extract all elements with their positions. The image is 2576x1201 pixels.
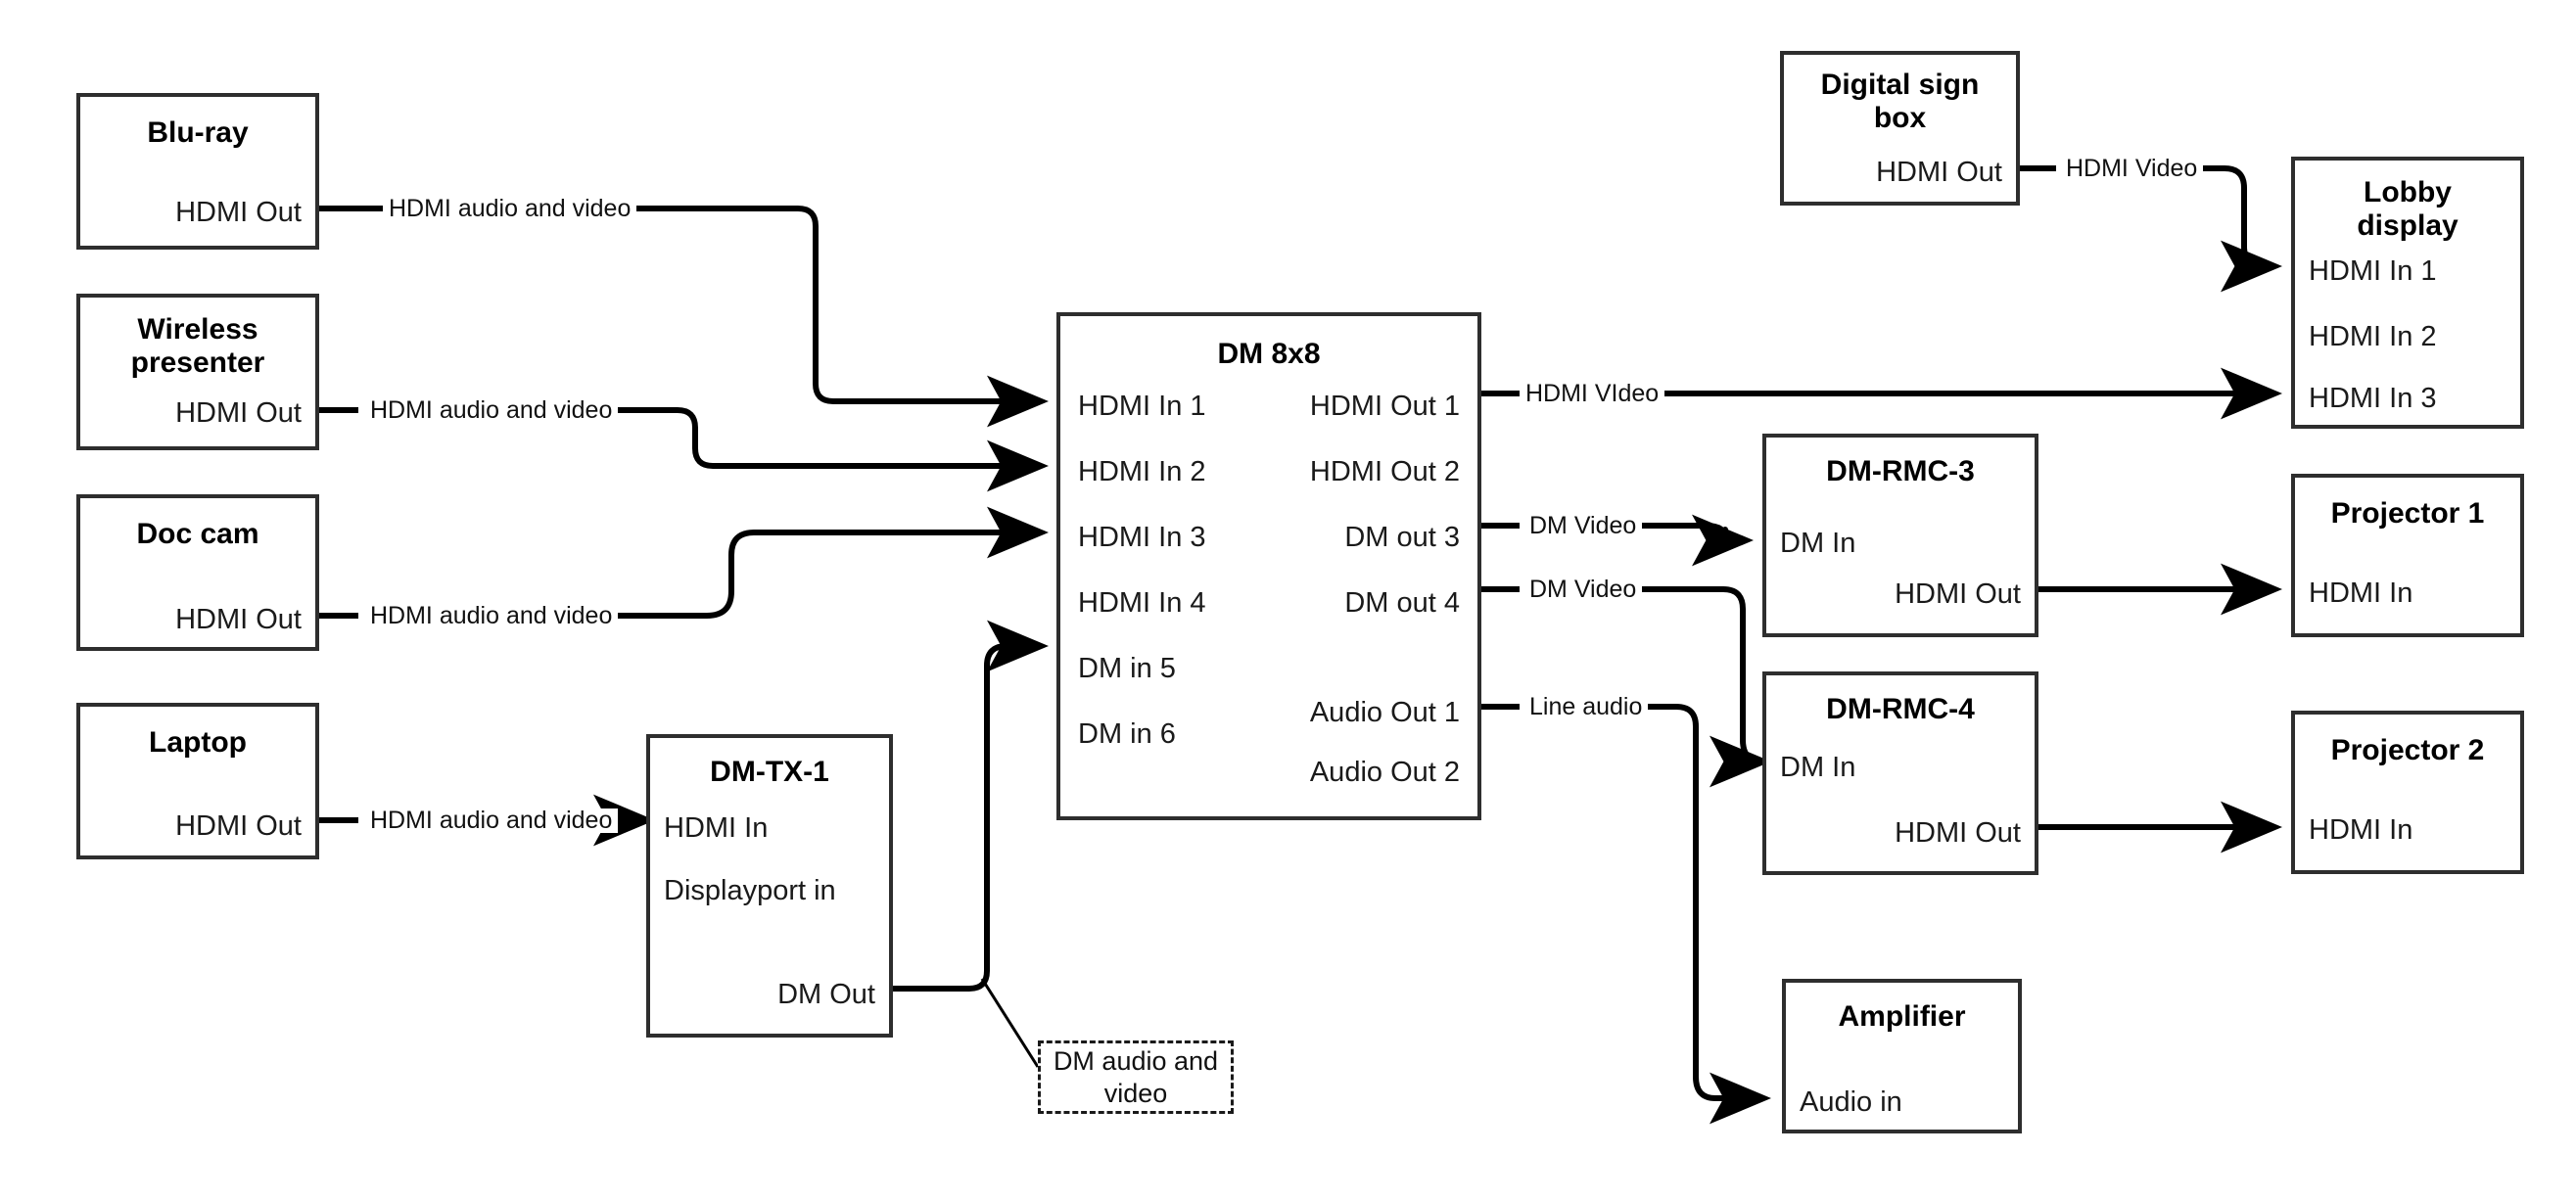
port-dm-rmc-3-dm-in[interactable]: DM In bbox=[1780, 528, 1856, 559]
wire-label-wireless-hdmi-av: HDMI audio and video bbox=[364, 398, 619, 423]
port-blu-ray-hdmi-out[interactable]: HDMI Out bbox=[175, 197, 302, 228]
node-title-projector-1: Projector 1 bbox=[2330, 497, 2485, 530]
callout-text: DM audio and video bbox=[1054, 1045, 1218, 1109]
callout-leader-line bbox=[980, 978, 1040, 1068]
port-lobby-display-hdmi-in-3[interactable]: HDMI In 3 bbox=[2309, 383, 2437, 414]
port-doc-cam-hdmi-out[interactable]: HDMI Out bbox=[175, 604, 302, 635]
node-title-dm-rmc-3: DM-RMC-3 bbox=[1826, 455, 1975, 487]
port-dm-rmc-4-hdmi-out[interactable]: HDMI Out bbox=[1895, 817, 2021, 849]
wire-bluray-to-dm-in1-b bbox=[627, 206, 1049, 428]
port-dm-8x8-hdmi-out-1[interactable]: HDMI Out 1 bbox=[1309, 391, 1460, 422]
node-amplifier[interactable]: Amplifier Audio in bbox=[1782, 979, 2022, 1133]
wire-label-bluray-hdmi-av: HDMI audio and video bbox=[383, 197, 637, 221]
wire-label-laptop-hdmi-av: HDMI audio and video bbox=[364, 808, 619, 833]
node-dm-rmc-4[interactable]: DM-RMC-4 DM In HDMI Out bbox=[1762, 671, 2038, 875]
node-dm-rmc-3[interactable]: DM-RMC-3 DM In HDMI Out bbox=[1762, 434, 2038, 637]
node-projector-2[interactable]: Projector 2 HDMI In bbox=[2291, 711, 2524, 874]
port-digital-sign-box-hdmi-out[interactable]: HDMI Out bbox=[1876, 157, 2002, 188]
node-dm-tx-1[interactable]: DM-TX-1 HDMI In Displayport in DM Out bbox=[646, 734, 893, 1038]
port-projector-1-hdmi-in[interactable]: HDMI In bbox=[2309, 577, 2413, 609]
callout-text-line1: DM audio and bbox=[1053, 1046, 1219, 1077]
node-title-dm-rmc-4: DM-RMC-4 bbox=[1826, 693, 1975, 725]
port-wireless-presenter-hdmi-out[interactable]: HDMI Out bbox=[175, 397, 302, 429]
node-laptop[interactable]: Laptop HDMI Out bbox=[76, 703, 319, 859]
wire-label-sign-hdmi-video: HDMI Video bbox=[2060, 157, 2204, 181]
port-amplifier-audio-in[interactable]: Audio in bbox=[1800, 1086, 1902, 1118]
node-doc-cam[interactable]: Doc cam HDMI Out bbox=[76, 494, 319, 651]
wire-label-audioout1-line-audio: Line audio bbox=[1523, 695, 1649, 719]
node-title-wireless-presenter-line1: Wireless bbox=[137, 313, 258, 346]
port-dm-8x8-hdmi-in-4[interactable]: HDMI In 4 bbox=[1078, 587, 1206, 619]
wire-dmout4-to-rmc4-b bbox=[1637, 586, 1771, 788]
node-title-laptop: Laptop bbox=[149, 726, 247, 759]
port-dm-tx-1-displayport-in[interactable]: Displayport in bbox=[664, 875, 836, 906]
port-dm-8x8-dm-in-5[interactable]: DM in 5 bbox=[1078, 653, 1176, 684]
port-dm-rmc-3-hdmi-out[interactable]: HDMI Out bbox=[1895, 578, 2021, 610]
node-title-dm-tx-1: DM-TX-1 bbox=[710, 756, 829, 788]
port-dm-8x8-dm-out-4[interactable]: DM out 4 bbox=[1344, 587, 1460, 619]
port-lobby-display-hdmi-in-1[interactable]: HDMI In 1 bbox=[2309, 255, 2437, 287]
node-digital-sign-box[interactable]: Digital sign box HDMI Out bbox=[1780, 51, 2020, 206]
node-projector-1[interactable]: Projector 1 HDMI In bbox=[2291, 474, 2524, 637]
node-title-doc-cam: Doc cam bbox=[136, 518, 259, 550]
wire-doccam-to-dm-in3-b bbox=[609, 506, 1049, 619]
node-title-projector-2: Projector 2 bbox=[2330, 734, 2485, 766]
port-dm-8x8-audio-out-1[interactable]: Audio Out 1 bbox=[1309, 697, 1460, 728]
node-title-lobby-display-line2: display bbox=[2357, 209, 2459, 242]
port-lobby-display-hdmi-in-2[interactable]: HDMI In 2 bbox=[2309, 321, 2437, 352]
wire-dmout3-to-rmc3-b bbox=[1637, 514, 1754, 567]
wire-audioout1-to-amp-b bbox=[1647, 704, 1771, 1125]
node-title-blu-ray: Blu-ray bbox=[147, 116, 249, 149]
port-dm-8x8-hdmi-in-1[interactable]: HDMI In 1 bbox=[1078, 391, 1206, 422]
wire-label-dmout1-hdmi-video: HDMI VIdeo bbox=[1520, 382, 1665, 406]
node-blu-ray[interactable]: Blu-ray HDMI Out bbox=[76, 93, 319, 250]
port-dm-8x8-hdmi-out-2[interactable]: HDMI Out 2 bbox=[1309, 456, 1460, 487]
port-dm-8x8-audio-out-2[interactable]: Audio Out 2 bbox=[1309, 757, 1460, 788]
port-laptop-hdmi-out[interactable]: HDMI Out bbox=[175, 810, 302, 842]
node-title-dm-8x8: DM 8x8 bbox=[1217, 338, 1321, 370]
node-title-amplifier: Amplifier bbox=[1838, 1000, 1966, 1033]
port-dm-8x8-dm-in-6[interactable]: DM in 6 bbox=[1078, 718, 1176, 750]
port-projector-2-hdmi-in[interactable]: HDMI In bbox=[2309, 814, 2413, 846]
node-title-digital-sign-box-line1: Digital sign bbox=[1820, 69, 1980, 101]
port-dm-8x8-hdmi-in-3[interactable]: HDMI In 3 bbox=[1078, 522, 1206, 553]
node-title-lobby-display-line1: Lobby bbox=[2364, 176, 2452, 208]
node-title-wireless-presenter-line2: presenter bbox=[130, 346, 265, 379]
wire-wireless-to-dm-in2-b bbox=[609, 407, 1049, 492]
callout-text-line2: video bbox=[1103, 1078, 1168, 1108]
wire-label-dmout3-dm-video: DM Video bbox=[1523, 514, 1643, 538]
node-dm-8x8[interactable]: DM 8x8 HDMI In 1 HDMI In 2 HDMI In 3 HDM… bbox=[1056, 312, 1481, 820]
port-dm-8x8-dm-out-3[interactable]: DM out 3 bbox=[1344, 522, 1460, 553]
wire-tx-to-dm-in5 bbox=[893, 620, 1049, 992]
node-wireless-presenter[interactable]: Wireless presenter HDMI Out bbox=[76, 294, 319, 450]
wire-label-doccam-hdmi-av: HDMI audio and video bbox=[364, 604, 619, 628]
wire-label-dmout4-dm-video: DM Video bbox=[1523, 577, 1643, 602]
node-lobby-display[interactable]: Lobby display HDMI In 1 HDMI In 2 HDMI I… bbox=[2291, 157, 2524, 429]
callout-dm-audio-and-video: DM audio and video bbox=[1038, 1040, 1234, 1114]
wire-sign-to-lobby-in1-b bbox=[2201, 165, 2282, 293]
port-dm-tx-1-dm-out[interactable]: DM Out bbox=[777, 979, 875, 1010]
port-dm-8x8-hdmi-in-2[interactable]: HDMI In 2 bbox=[1078, 456, 1206, 487]
port-dm-tx-1-hdmi-in[interactable]: HDMI In bbox=[664, 812, 769, 844]
node-title-digital-sign-box-line2: box bbox=[1873, 102, 1927, 134]
port-dm-rmc-4-dm-in[interactable]: DM In bbox=[1780, 752, 1856, 783]
